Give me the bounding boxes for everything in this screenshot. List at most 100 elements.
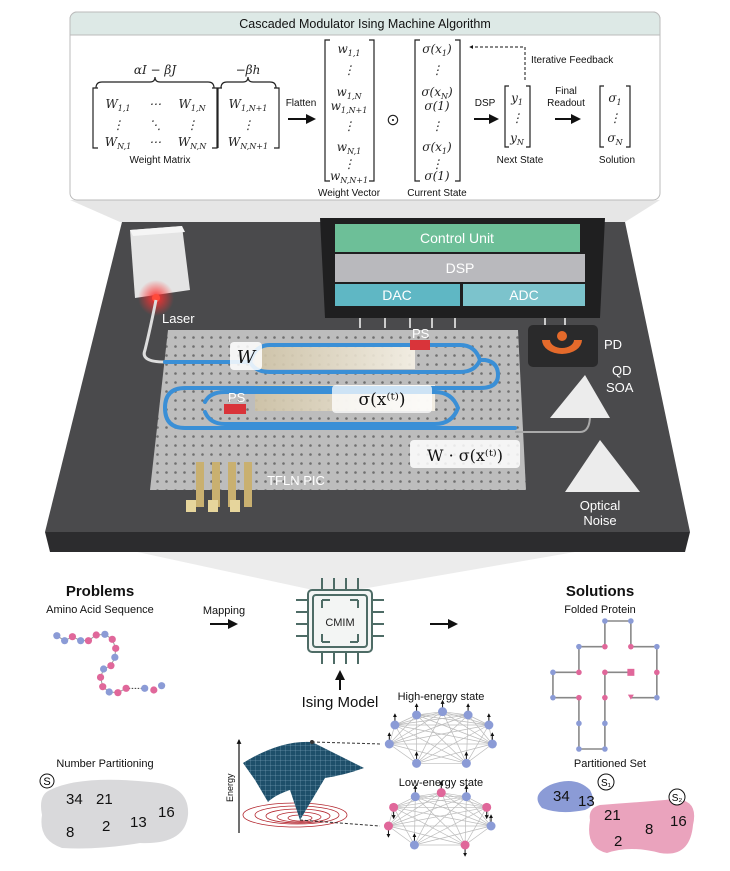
protein-residue <box>628 618 634 624</box>
next-state-brackets <box>504 85 531 148</box>
current-state-entry: σ(x1) <box>422 42 452 58</box>
soa-block <box>550 375 610 418</box>
number-16: 16 <box>158 804 175 821</box>
solution-entry-subscript: 1 <box>617 98 622 107</box>
amino-acid-bead <box>158 682 166 690</box>
laser-emitter <box>152 294 160 302</box>
s2-number-8: 8 <box>645 821 653 838</box>
graph-edge <box>389 743 467 764</box>
s1-symbol-circle <box>597 773 615 791</box>
solutions-section: Solutions Folded Protein Partitioned Set… <box>537 583 695 854</box>
amino-acid-bead <box>108 635 116 643</box>
next-state-entry-base: y <box>509 131 517 145</box>
weight-matrix-cell-subscript: N,N+1 <box>239 142 268 151</box>
s1-number-34: 34 <box>553 788 570 805</box>
graph-edge <box>414 825 492 846</box>
weight-matrix-cell: WN,N <box>178 135 207 151</box>
brace-label-left: αI − βJ <box>134 63 177 77</box>
weight-matrix-cell-subscript: 1,N+1 <box>241 104 267 113</box>
protein-residue <box>602 746 608 752</box>
protein-residue <box>628 643 634 650</box>
amino-acid-bead <box>77 637 85 645</box>
amino-acid-bead <box>68 633 77 641</box>
current-state-entry: σ(1) <box>424 169 450 183</box>
protein-residue <box>602 720 608 727</box>
protein-end-triangle <box>627 694 634 700</box>
protein-end-square <box>627 668 635 676</box>
title-bar <box>69 11 661 36</box>
set-symbol-circle <box>39 773 55 789</box>
solution-brackets <box>599 85 631 148</box>
graph-edge <box>464 796 467 846</box>
spin-node <box>461 758 471 768</box>
amino-acid-bead <box>84 637 93 645</box>
amino-acid-label: Amino Acid Sequence <box>46 604 154 616</box>
amino-acid-bead <box>114 689 122 697</box>
amino-acid-bead <box>53 632 61 640</box>
next-state-entry-base: y <box>510 91 518 105</box>
amino-acid-bead <box>92 631 100 639</box>
s2-number-2: 2 <box>614 833 622 850</box>
ising-model-label: Ising Model <box>302 694 379 711</box>
s2-symbol: S₂ <box>672 793 683 804</box>
current-state-entry-base: σ(1) <box>424 169 450 183</box>
spin-node <box>384 739 394 749</box>
set-symbol: S <box>43 776 50 788</box>
w-label: W <box>237 347 257 368</box>
weight-matrix-cell-subscript: 1,1 <box>118 104 131 113</box>
number-partitioning-label: Number Partitioning <box>56 758 153 770</box>
feedback-arrow <box>469 45 526 80</box>
weight-vector-entry: w1,N+1 <box>331 99 368 115</box>
amino-acid-bead <box>150 686 158 694</box>
graph-edge <box>388 792 442 827</box>
s1-symbol: S₁ <box>601 778 612 789</box>
graph-edge <box>440 792 466 846</box>
pd-core <box>557 331 567 341</box>
protein-residue <box>550 669 556 676</box>
weight-matrix-cell: WN,N+1 <box>228 135 268 151</box>
next-state-entry-base: ⋮ <box>511 111 523 125</box>
graph-edge <box>388 825 415 846</box>
weight-matrix-cell: ⋱ <box>149 118 161 132</box>
dsp-label: DSP <box>475 98 496 109</box>
weight-matrix-cell-subscript: 1,N <box>191 104 207 113</box>
weight-matrix-cell-base: ⋱ <box>149 118 161 132</box>
protein-residue <box>576 669 582 676</box>
weight-vector-entry-subscript: N,N+1 <box>339 176 368 185</box>
weight-matrix-cell-base: ⋯ <box>149 135 161 149</box>
amino-acid-bead <box>112 644 120 652</box>
solution-entry: ⋮ <box>609 111 621 125</box>
next-state-label: Next State <box>497 155 544 166</box>
weight-matrix-cell-base: ⋯ <box>149 97 161 111</box>
flatten-label: Flatten <box>286 98 317 109</box>
current-state-entry-close: ) <box>446 140 452 154</box>
graph-edge <box>416 714 489 726</box>
protein-residue <box>576 746 582 752</box>
weight-vector-entry: ⋮ <box>343 119 355 133</box>
amino-acid-bead <box>96 673 105 681</box>
solution-label: Solution <box>599 155 635 166</box>
problems-section: Problems Amino Acid Sequence Number Part… <box>39 583 189 849</box>
current-state-entry: ⋮ <box>431 63 443 77</box>
current-state-entry-base: ⋮ <box>431 157 443 171</box>
weight-vector-entry: w1,1 <box>337 42 360 58</box>
current-state-entry-close: ) <box>446 42 452 56</box>
protein-residue <box>654 669 660 676</box>
weight-vector-entry-base: w <box>330 169 341 183</box>
final-readout-label-2: Readout <box>547 98 585 109</box>
weight-matrix-brackets <box>92 87 218 149</box>
sigma-label: σ(x⁽ᵗ⁾) <box>359 390 406 410</box>
ps-bottom-label: PS <box>228 390 246 405</box>
protein-residue <box>550 694 556 701</box>
s2-number-16: 16 <box>670 813 687 830</box>
weight-matrix-cell: ⋮ <box>112 118 124 132</box>
laser-fiber <box>142 299 166 364</box>
spin-node <box>482 802 492 812</box>
next-state-entry: ⋮ <box>511 111 523 125</box>
probe-pins <box>186 462 252 512</box>
brace-left <box>95 76 215 89</box>
energy-contours <box>242 802 348 828</box>
high-energy-graph <box>384 699 497 768</box>
current-state-entry: σ(x1) <box>422 140 452 156</box>
number-8: 8 <box>66 824 74 841</box>
